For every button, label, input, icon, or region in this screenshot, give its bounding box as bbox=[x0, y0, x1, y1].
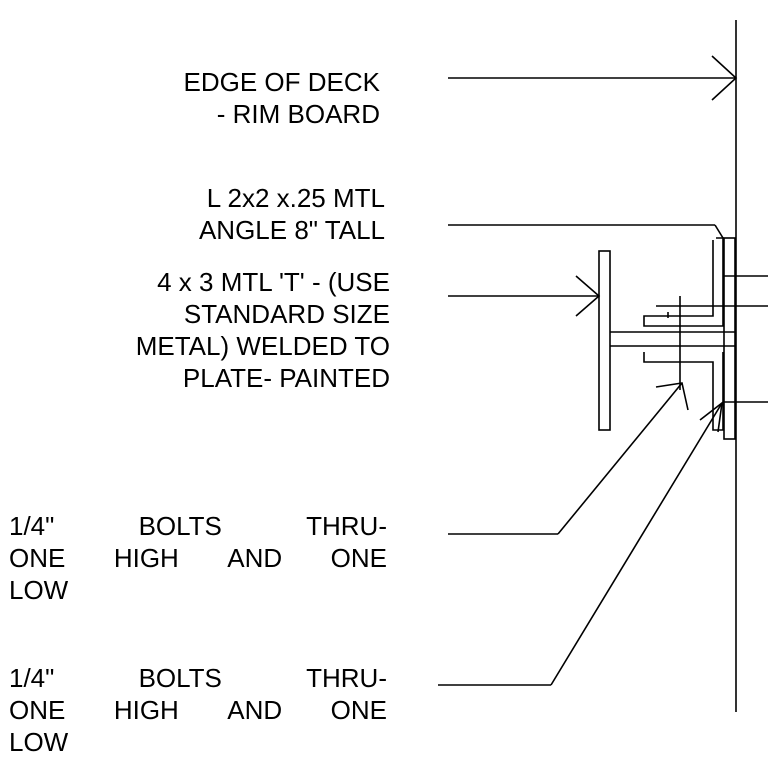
bolts-2-line-3: LOW bbox=[9, 727, 69, 757]
bolts-2-word: ONE bbox=[9, 695, 66, 725]
lower-angle bbox=[643, 352, 724, 431]
bolts-1-word: BOLTS bbox=[138, 511, 222, 541]
bolts-2-word: BOLTS bbox=[138, 663, 222, 693]
edge-of-deck-line-2: - RIM BOARD bbox=[216, 99, 380, 129]
bolts-1-word: HIGH bbox=[113, 543, 179, 573]
tee-line-2: STANDARD SIZE bbox=[183, 299, 390, 329]
bolts-1-leader bbox=[448, 382, 689, 535]
bolts-1-word: 1/4" bbox=[9, 511, 55, 541]
angle-line-2: ANGLE 8" TALL bbox=[198, 215, 385, 245]
edge-of-deck-label: EDGE OF DECK - RIM BOARD bbox=[110, 66, 380, 130]
bolts-1-line-2: ONE HIGH AND ONE bbox=[9, 542, 387, 574]
bolts-2-word: THRU- bbox=[306, 663, 387, 693]
bolts-1-word: THRU- bbox=[306, 511, 387, 541]
right-extension-lines bbox=[723, 275, 768, 403]
tee-label: 4 x 3 MTL 'T' - (USE STANDARD SIZE METAL… bbox=[40, 266, 390, 394]
upper-angle bbox=[448, 224, 724, 327]
bolts-2-word: HIGH bbox=[113, 695, 179, 725]
bolts-1-label: 1/4" BOLTS THRU- ONE HIGH AND ONE LOW bbox=[9, 510, 387, 606]
bolt-lines bbox=[656, 296, 768, 390]
bolts-1-word: ONE bbox=[330, 543, 387, 573]
bolts-2-word: 1/4" bbox=[9, 663, 55, 693]
edge-of-deck-line-1: EDGE OF DECK bbox=[183, 67, 380, 97]
bolts-2-line-1: 1/4" BOLTS THRU- bbox=[9, 662, 387, 694]
bolts-2-word: ONE bbox=[330, 695, 387, 725]
tee-line-1: 4 x 3 MTL 'T' - (USE bbox=[157, 267, 390, 297]
bolts-2-label: 1/4" BOLTS THRU- ONE HIGH AND ONE LOW bbox=[9, 662, 387, 758]
edge-of-deck-leader bbox=[448, 55, 738, 101]
bolts-2-line-2: ONE HIGH AND ONE bbox=[9, 694, 387, 726]
bolts-1-line-1: 1/4" BOLTS THRU- bbox=[9, 510, 387, 542]
metal-tee bbox=[598, 250, 735, 431]
bolts-2-word: AND bbox=[227, 695, 283, 725]
angle-line-1: L 2x2 x.25 MTL bbox=[206, 183, 385, 213]
tee-leader bbox=[448, 275, 601, 317]
mounting-plate bbox=[723, 237, 736, 440]
tee-line-4: PLATE- PAINTED bbox=[182, 363, 390, 393]
tee-line-3: METAL) WELDED TO bbox=[135, 331, 390, 361]
bolts-1-line-3: LOW bbox=[9, 575, 69, 605]
bolts-1-word: ONE bbox=[9, 543, 66, 573]
bolts-1-word: AND bbox=[227, 543, 283, 573]
bolts-2-leader bbox=[438, 401, 724, 686]
angle-label: L 2x2 x.25 MTL ANGLE 8" TALL bbox=[110, 182, 385, 246]
